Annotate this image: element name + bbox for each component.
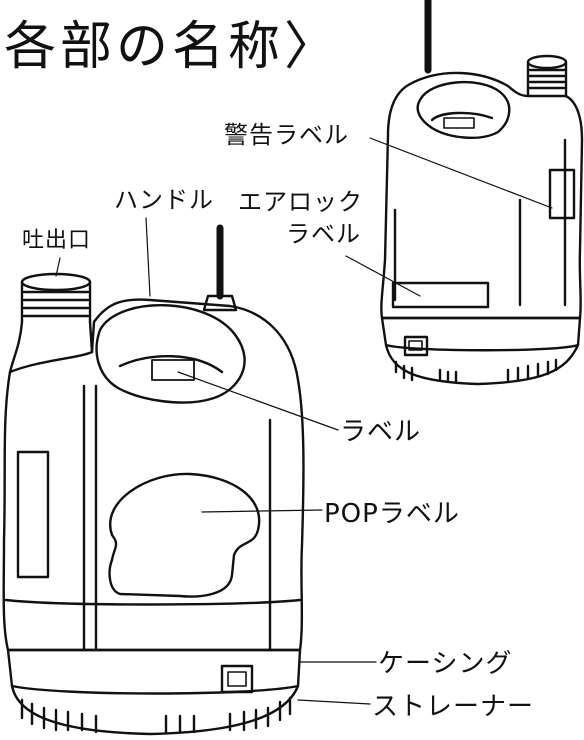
airlock-label-text-line2: ラベル <box>286 220 361 248</box>
pop-label-text: POPラベル <box>324 499 460 529</box>
outlet-label-text: 吐出口 <box>22 228 92 253</box>
back-pump <box>380 0 584 386</box>
diagram-title: 各部の名称〉 <box>4 17 341 77</box>
leader-lines <box>55 137 553 705</box>
handle-label-text: ハンドル <box>114 186 214 214</box>
strainer-label-text: ストレーナー <box>372 692 535 722</box>
casing-label-text: ケーシング <box>378 649 513 679</box>
front-pump <box>2 224 305 736</box>
warning-label-text: 警告ラベル <box>224 121 349 149</box>
airlock-label-text-line1: エアロック <box>238 188 363 216</box>
label-text: ラベル <box>340 417 422 447</box>
